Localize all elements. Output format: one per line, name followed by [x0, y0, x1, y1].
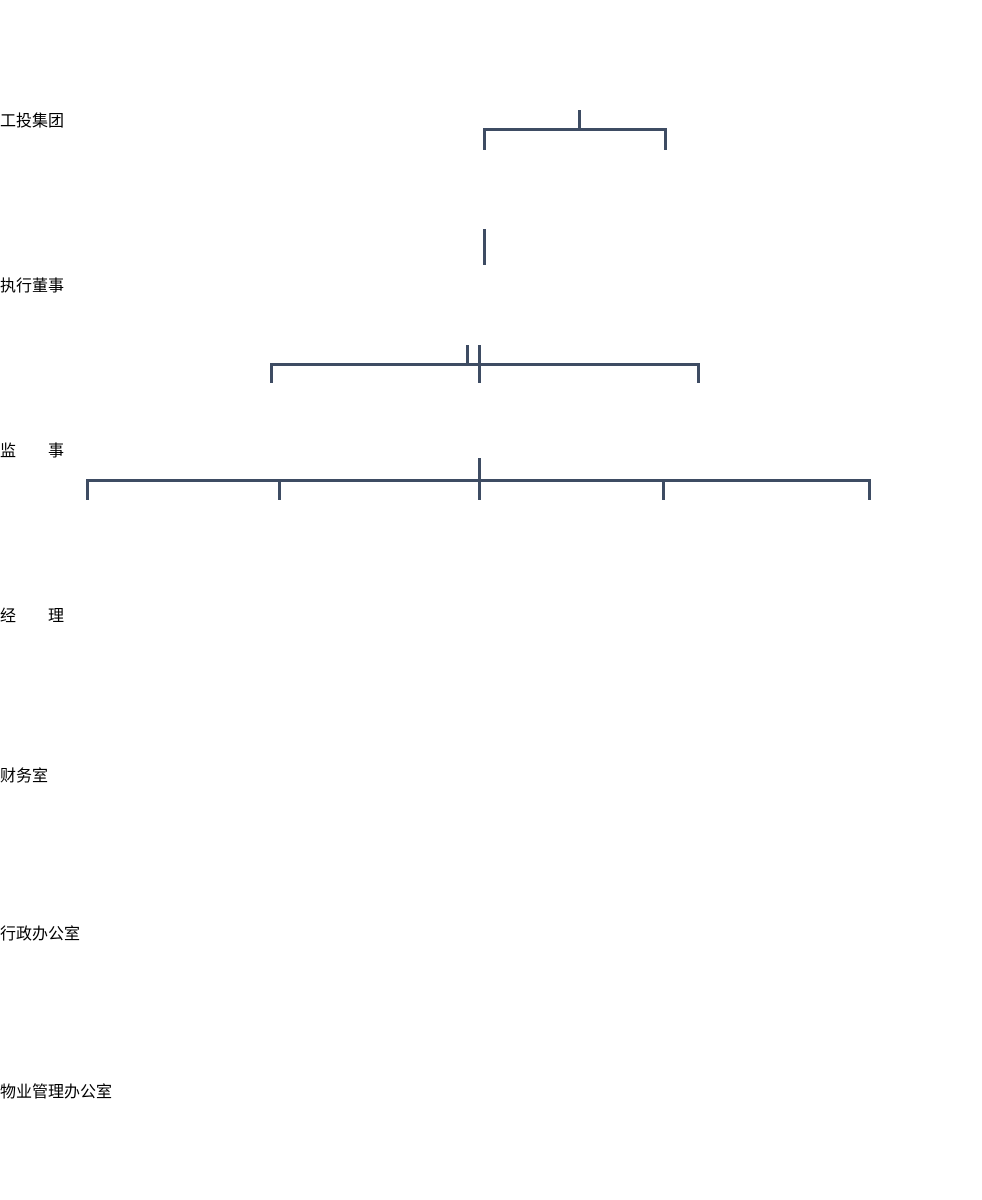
- node-frame: [0, 818, 173, 893]
- node-frame: [0, 0, 146, 80]
- connector-level2-bus: [483, 128, 667, 131]
- connector-prop-drop: [697, 363, 700, 383]
- node-plate: [0, 80, 133, 107]
- node-plate: [0, 575, 133, 602]
- node-plate: [0, 410, 133, 437]
- connector-exec-bottom-drop: [483, 229, 486, 265]
- node-frame: [0, 495, 146, 575]
- node-label: 工投集团: [0, 113, 65, 130]
- node-frame: [0, 976, 196, 1051]
- node-frame: [0, 165, 146, 245]
- node-plate: [0, 735, 133, 762]
- node-frame: [0, 660, 173, 735]
- connector-level4-bus: [270, 363, 700, 366]
- node-label: 监 事: [0, 443, 65, 460]
- connector-root-drop: [578, 110, 581, 129]
- connector-admin-drop: [478, 345, 481, 383]
- node-frame: [0, 330, 146, 410]
- connector-party-drop: [868, 479, 871, 500]
- connector-admin-bottom-drop: [478, 458, 481, 494]
- connector-fin-drop: [270, 363, 273, 383]
- connector-branch-exec-drop: [483, 128, 486, 150]
- connector-general-drop: [478, 479, 481, 500]
- node-label: 经 理: [0, 608, 65, 625]
- node-plate: [0, 893, 133, 920]
- node-frame: [0, 1134, 143, 1200]
- connector-safety-drop: [86, 479, 89, 500]
- node-label: 物业管理办公室: [0, 1084, 113, 1101]
- node-label: 财务室: [0, 768, 49, 785]
- connector-maint-drop: [662, 479, 665, 500]
- connector-mgr-drop-left: [466, 345, 469, 366]
- node-label: 行政办公室: [0, 926, 81, 943]
- node-label: 执行董事: [0, 278, 65, 295]
- node-plate: [0, 245, 133, 272]
- connector-branch-sup-drop: [664, 128, 667, 150]
- connector-lease-drop: [278, 479, 281, 500]
- node-plate: [0, 1051, 133, 1078]
